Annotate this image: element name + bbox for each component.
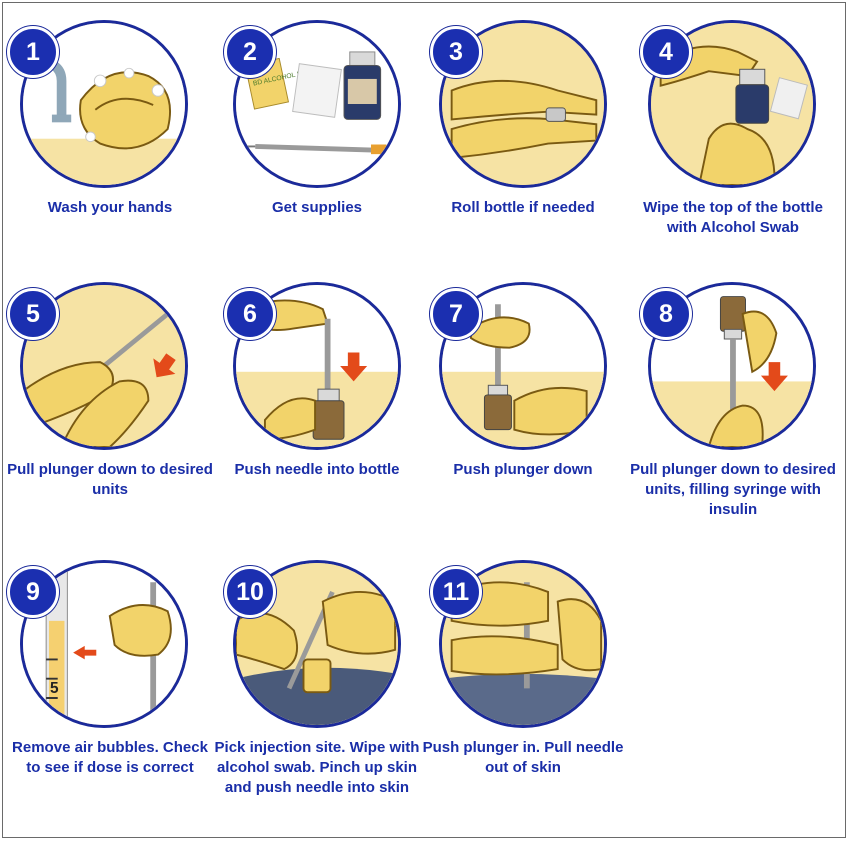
step-3: 3 Roll bottle if needed [418,20,628,300]
step-number-badge: 10 [224,566,276,618]
step-2-illustration: BD ALCOHOL SWAB [233,20,401,188]
step-number-badge: 11 [430,566,482,618]
air-bubbles-icon: 5 [23,563,185,725]
step-caption: Wash your hands [47,199,173,216]
step-2: BD ALCOHOL SWAB 2 Get supplies [212,20,422,300]
step-1: 1 Wash your hands [5,20,215,300]
roll-bottle-icon [442,23,604,185]
step-caption: Roll bottle if needed [451,199,595,216]
step-number-badge: 9 [7,566,59,618]
step-7: 7 Push plunger down [418,282,628,562]
step-number-badge: 8 [640,288,692,340]
step-caption: Pick injection site. Wipe with alcohol s… [214,739,420,796]
step-9: 5 9 Remove air bubbles. Check to see if … [5,560,215,840]
step-8: 8 Pull plunger down to desired units, fi… [628,282,838,562]
step-number-badge: 2 [224,26,276,78]
wipe-bottle-icon [651,23,813,185]
step-number-badge: 1 [7,26,59,78]
step-number-badge: 3 [430,26,482,78]
syringe-dose-mark: 5 [50,680,59,697]
push-plunger-icon [442,285,604,447]
step-caption: Remove air bubbles. Check to see if dose… [12,739,208,776]
supplies-icon: BD ALCOHOL SWAB [236,23,398,185]
step-4: 4 Wipe the top of the bottle with Alcoho… [628,20,838,300]
step-6: 6 Push needle into bottle [212,282,422,562]
step-number-badge: 5 [7,288,59,340]
step-11: 11 Push plunger in. Pull needle out of s… [418,560,628,840]
step-caption: Pull plunger down to desired units [7,461,213,498]
step-caption: Push plunger down [453,461,593,478]
step-number-badge: 4 [640,26,692,78]
step-caption: Push plunger in. Pull needle out of skin [422,739,624,776]
step-caption: Push needle into bottle [234,461,400,478]
step-number-badge: 6 [224,288,276,340]
step-11-illustration [439,560,607,728]
step-10: 10 Pick injection site. Wipe with alcoho… [212,560,422,840]
step-caption: Pull plunger down to desired units, fill… [630,461,836,518]
step-caption: Wipe the top of the bottle with Alcohol … [643,199,823,236]
step-number-badge: 7 [430,288,482,340]
step-caption: Get supplies [271,199,363,216]
step-5: 5 Pull plunger down to desired units [5,282,215,562]
